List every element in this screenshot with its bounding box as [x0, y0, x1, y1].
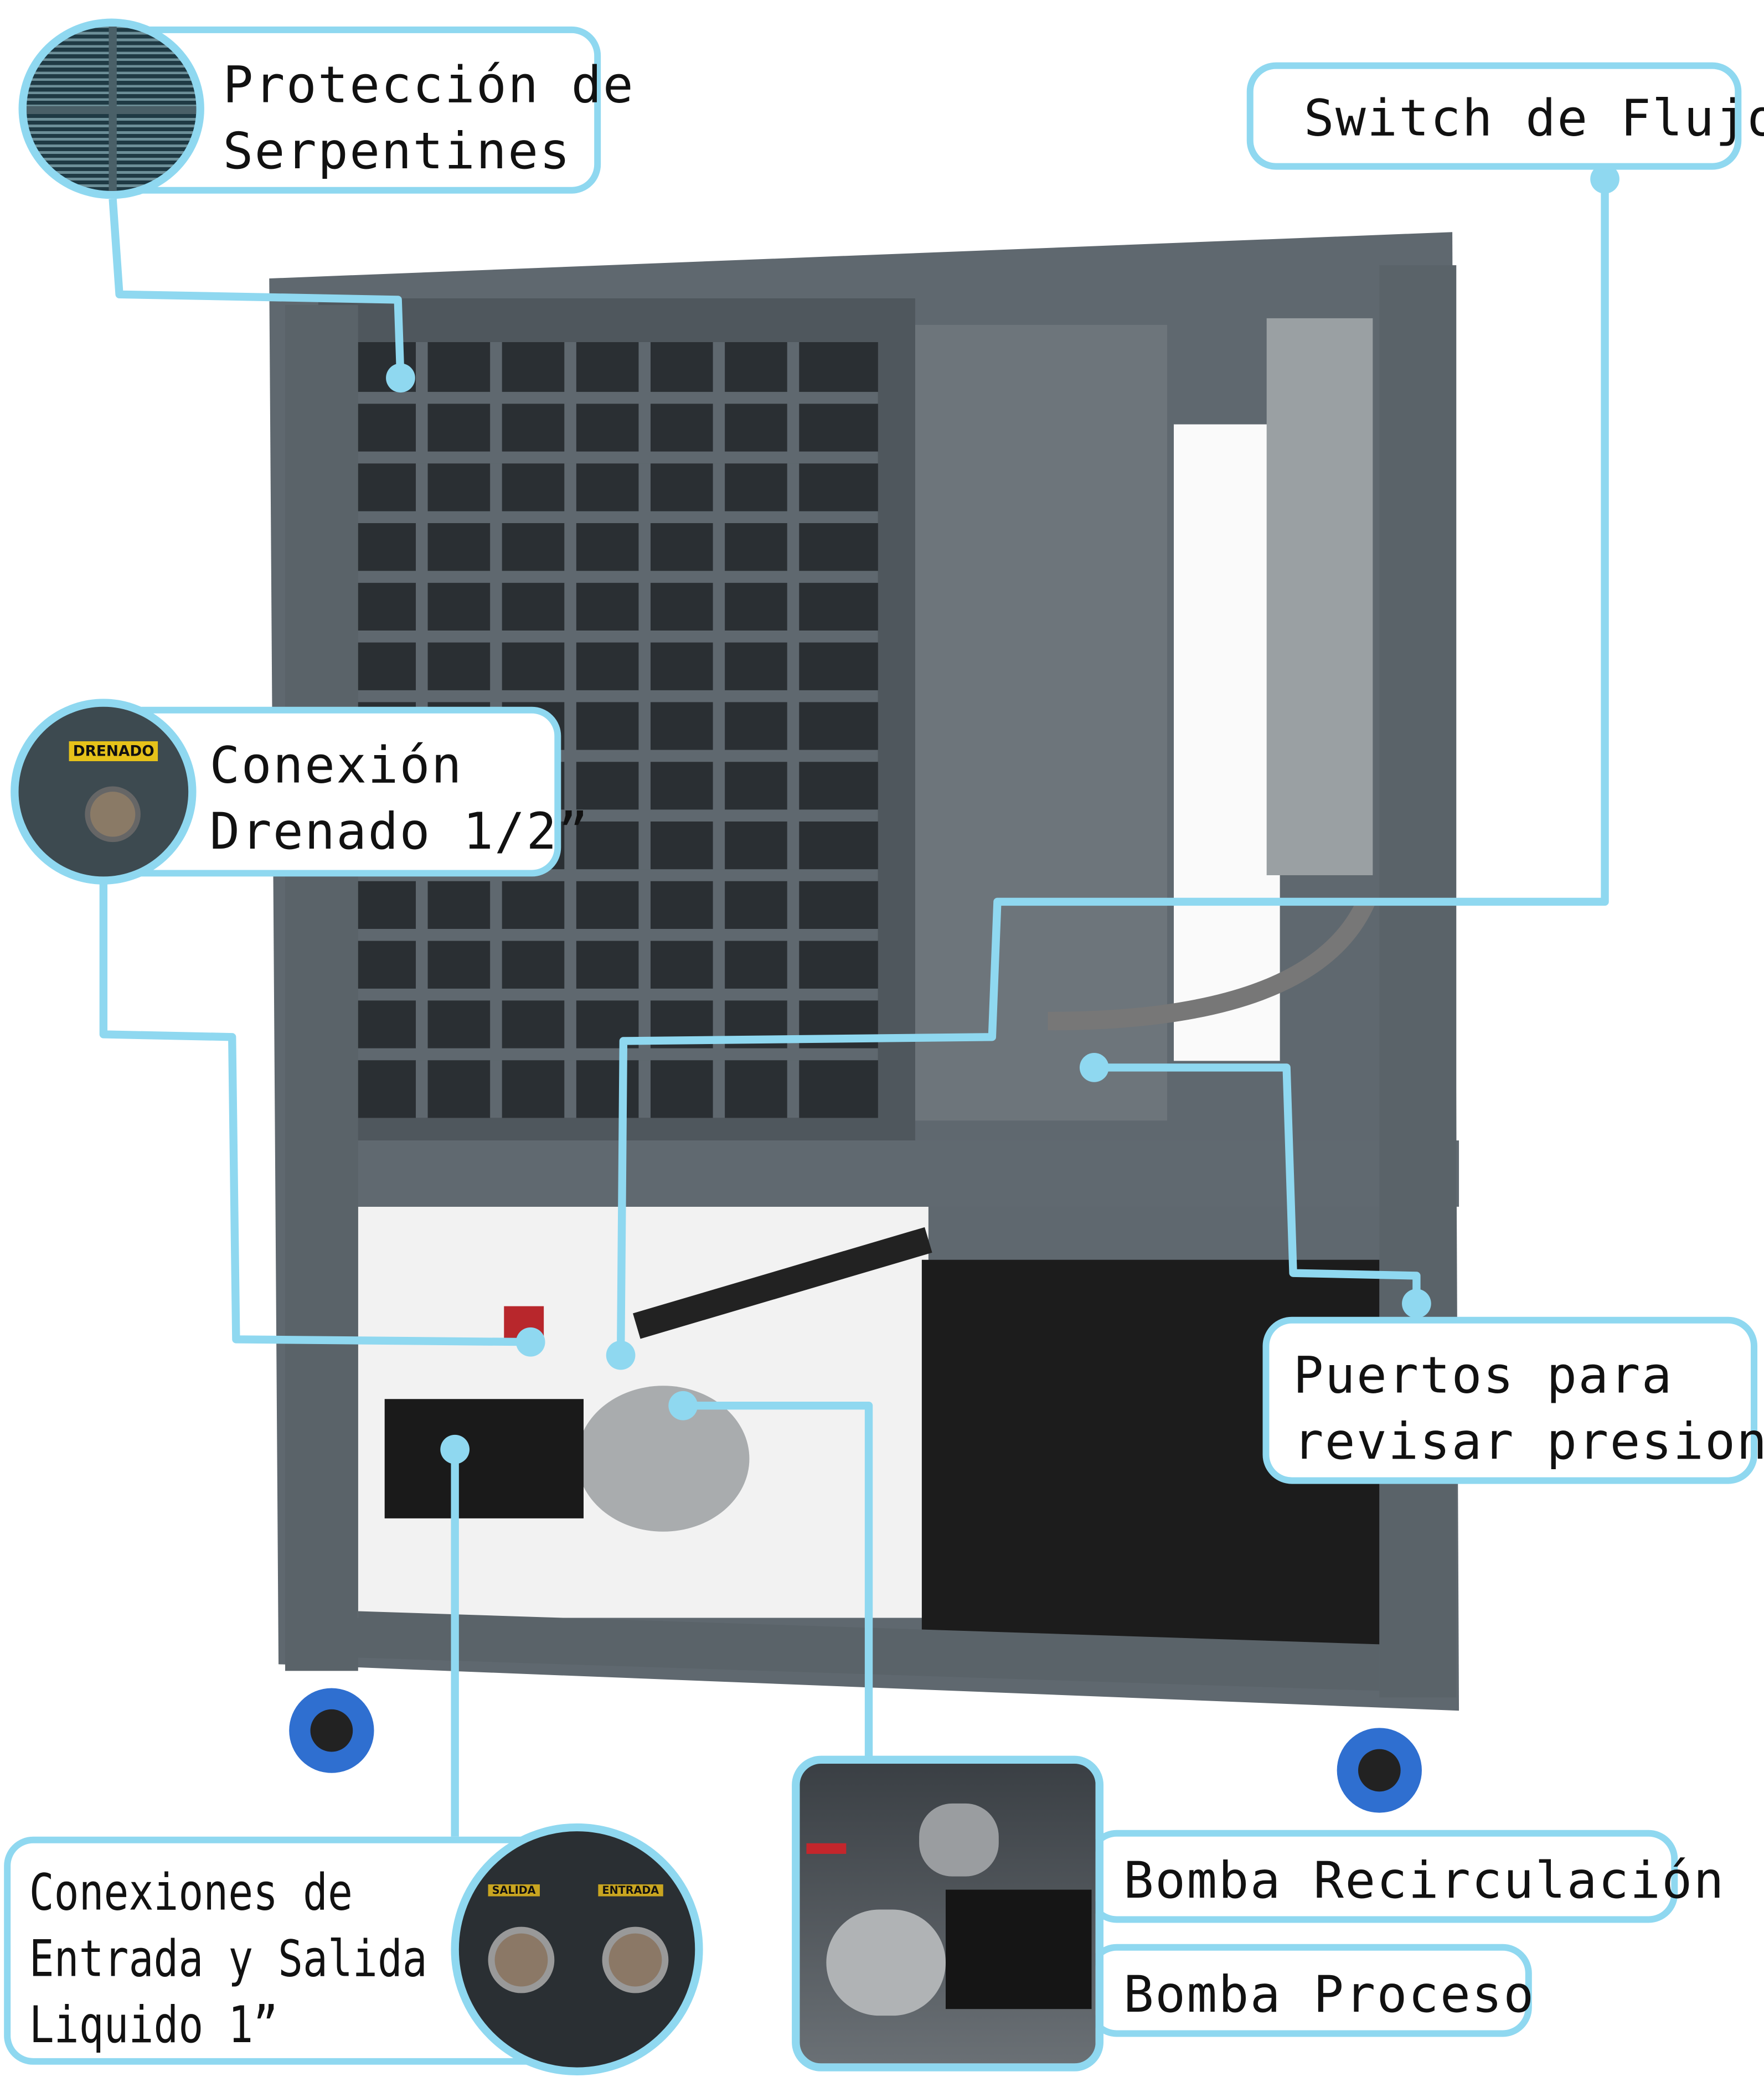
callout-text: revisar presiones: [1293, 1412, 1764, 1471]
drain-tag: DRENADO: [69, 741, 158, 762]
callout-recirculation-pump: Bomba Recirculación: [1087, 1830, 1725, 1923]
callout-text: Switch de Flujo: [1303, 89, 1764, 147]
inlet-fitting: [602, 1926, 669, 1993]
callout-text: Protección de: [223, 55, 635, 115]
callout-text: Bomba Recirculación: [1123, 1851, 1725, 1910]
callout-process-pump: Bomba Proceso: [1087, 1944, 1535, 2037]
callout-text: Drenado 1/2”: [209, 802, 590, 861]
callout-flow-switch: Switch de Flujo: [1246, 62, 1764, 170]
callout-text: Conexión: [209, 736, 463, 794]
pumps-photo: [792, 1755, 1104, 2071]
pump: [577, 1386, 750, 1532]
valve-handle: [806, 1843, 847, 1854]
leader-dots: [386, 164, 1619, 1464]
pipe: [633, 1227, 932, 1339]
callout-text: Conexiones de: [29, 1863, 353, 1922]
callout-text: Serpentines: [223, 122, 571, 180]
pump-motor: [945, 1889, 1092, 2009]
inlet-tag: ENTRADA: [598, 1884, 663, 1897]
connections-photo: SALIDA ENTRADA: [451, 1823, 703, 2075]
callout-text: Liquido 1”: [29, 1996, 278, 2054]
leader-lines: [99, 172, 1609, 1837]
grille-bar: [26, 106, 197, 115]
callout-text: Bomba Proceso: [1123, 1965, 1535, 2024]
drain-fitting: [85, 786, 141, 843]
outlet-tag: SALIDA: [488, 1884, 540, 1897]
hose: [1048, 898, 1375, 1031]
pump-body: [826, 1909, 946, 2016]
drain-photo: DRENADO: [11, 699, 197, 885]
callout-text: Puertos para: [1293, 1346, 1674, 1404]
pump-body: [919, 1803, 999, 1877]
callout-text: Entrada y Salida: [29, 1929, 427, 1988]
outlet-fitting: [488, 1926, 555, 1993]
callout-drain: Conexión Drenado 1/2”: [112, 706, 590, 877]
pump-motor: [384, 1399, 584, 1518]
chiller-unit: [269, 232, 1459, 1813]
coil-photo: [18, 18, 204, 199]
callout-pressure-ports: Puertos para revisar presiones: [1262, 1316, 1764, 1484]
